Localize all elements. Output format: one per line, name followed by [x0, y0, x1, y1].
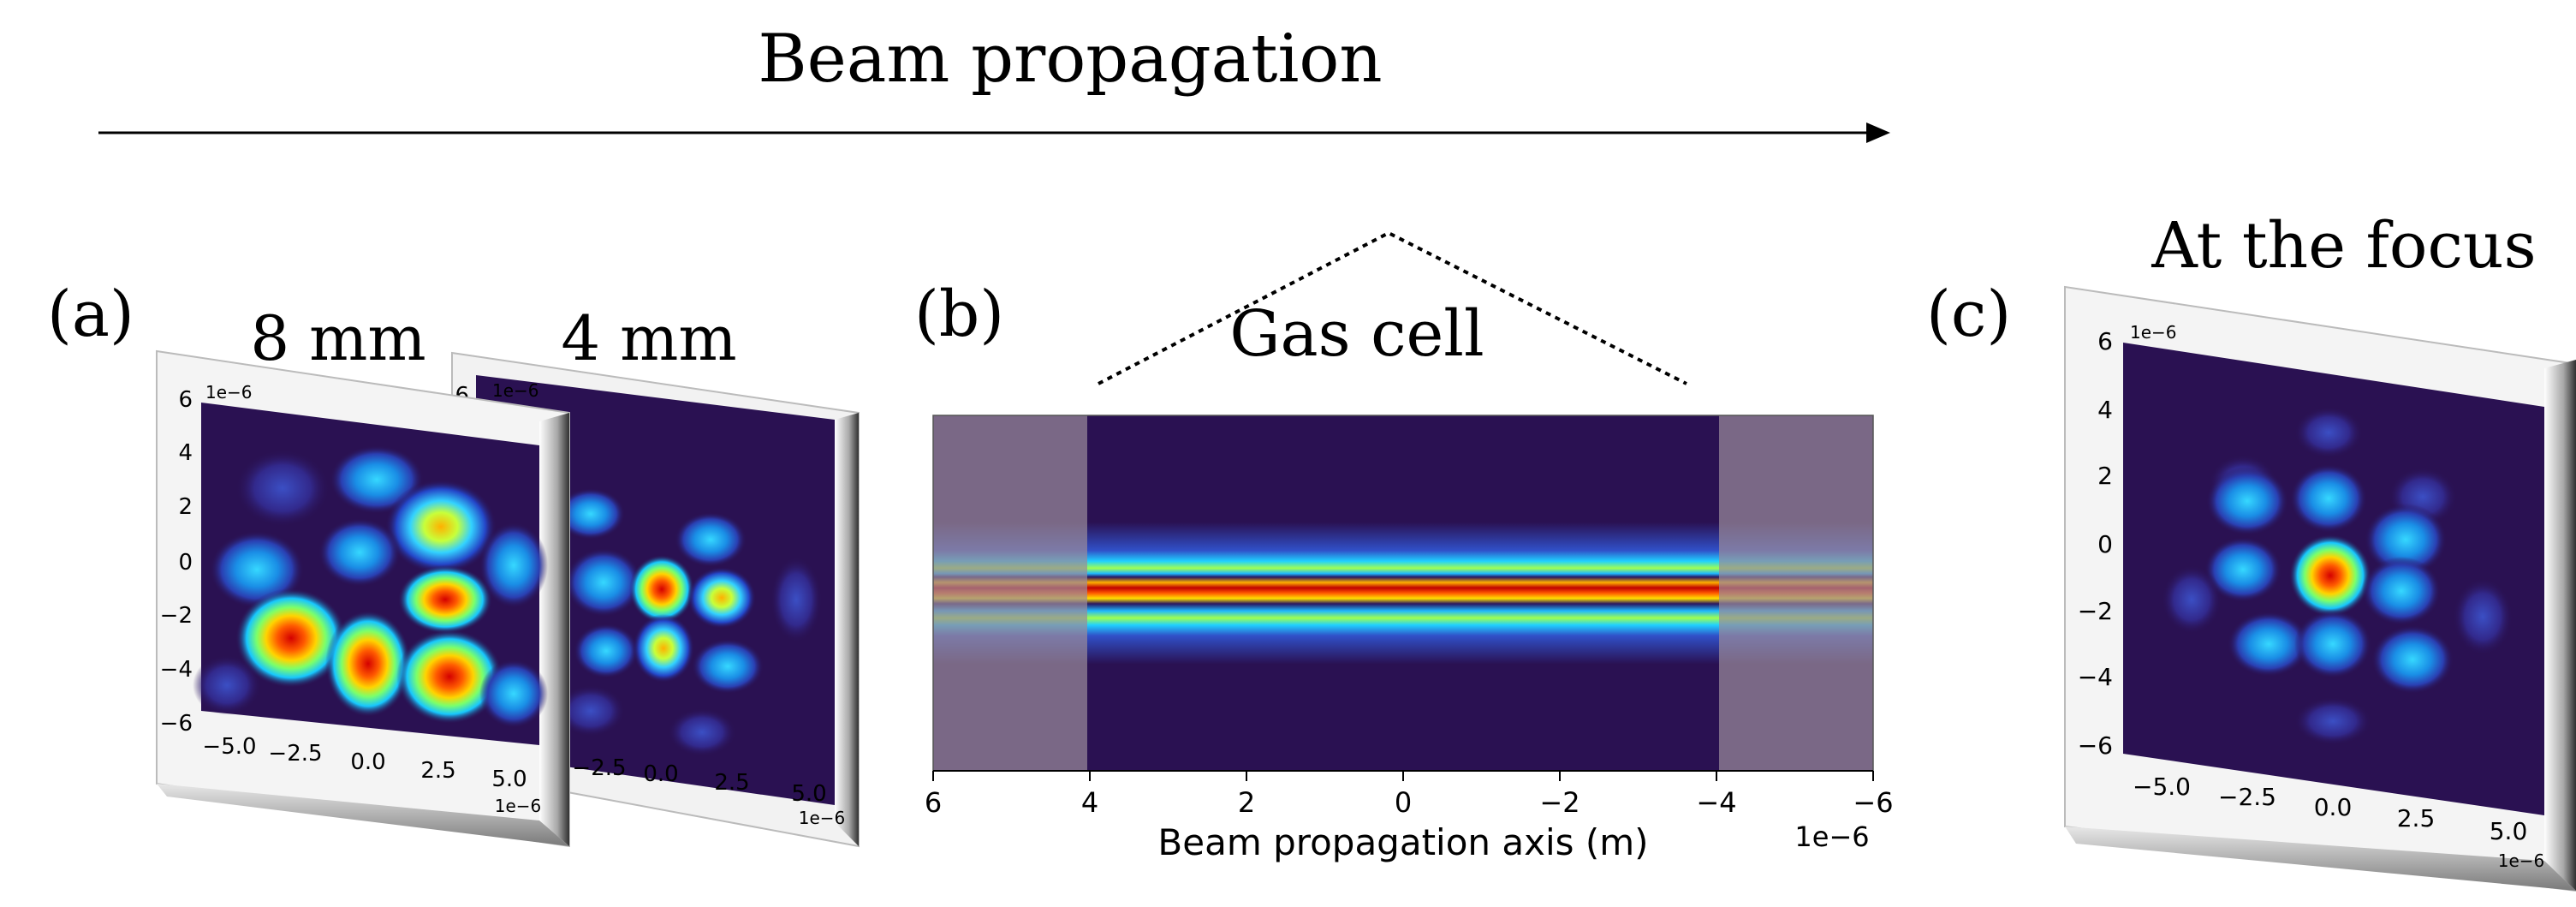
panel-c-heatmap [2123, 343, 2544, 815]
outside-cell-shade-right [1719, 415, 1873, 771]
panel-c-xtick: 5.0 [2490, 817, 2528, 845]
plot1-ytick: 2 [178, 494, 193, 520]
plot1-xtick: 5.0 [491, 767, 527, 792]
plot1-ytick: 6 [178, 387, 193, 413]
plot1-title: 8 mm [250, 302, 425, 374]
panel-b-xtick: 4 [1081, 786, 1098, 819]
panel-c-yscale: 1e−6 [2130, 322, 2177, 343]
plot1-ytick: 0 [178, 550, 193, 576]
panel-c-ytick: −4 [2078, 663, 2113, 691]
plot2-xtick: 5.0 [791, 781, 826, 807]
panel-c-label: (c) [1926, 277, 2011, 351]
focus-title: At the focus [2151, 209, 2536, 283]
panel-c-xtick: −2.5 [2218, 783, 2276, 811]
plot1-xtick: −5.0 [202, 734, 256, 760]
header-title: Beam propagation [758, 21, 1382, 98]
plot2-ticks: 6 1e−6 −2.5 0.0 2.5 5.0 1e−6 [455, 380, 845, 828]
plot1-yscale: 1e−6 [205, 382, 253, 403]
panel-b-xaxis: 6 4 2 0 −2 −4 −6 Beam propagation axis (… [925, 770, 1894, 863]
panel-c-xtick: 2.5 [2397, 804, 2436, 832]
panel-c-ytick: 6 [2097, 327, 2113, 355]
panel-b-xscale: 1e−6 [1794, 820, 1869, 853]
panel-b-xtick: −4 [1696, 786, 1736, 819]
propagation-heatmap [932, 415, 1874, 772]
panel-b-xlabel: Beam propagation axis (m) [1157, 821, 1648, 863]
panel-b-xtick: 0 [1395, 786, 1412, 819]
plot1-xtick: 2.5 [420, 758, 455, 784]
panel-b-xtick: 2 [1238, 786, 1255, 819]
plot1-xscale: 1e−6 [495, 796, 542, 816]
plot1-heatmap [193, 403, 548, 745]
panel-c-ticks: 1e−6 6 4 2 0 −2 −4 −6 −5.0 −2.5 0.0 2.5 … [2078, 322, 2545, 871]
plot2-xtick: 2.5 [714, 770, 749, 796]
plot2-title: 4 mm [561, 302, 736, 374]
outside-cell-shade-left [933, 415, 1087, 771]
panel-c-ytick: 2 [2097, 462, 2113, 490]
plot2-yscale: 1e−6 [492, 380, 539, 401]
panel-c-xtick: −5.0 [2133, 773, 2191, 801]
panel-b-xtick: 6 [925, 786, 942, 819]
gas-cell-title: Gas cell [1229, 297, 1484, 371]
panel-b-xtick: −2 [1539, 786, 1580, 819]
plot1-ytick: −4 [160, 657, 193, 683]
plot2-xtick: 0.0 [643, 761, 678, 787]
plot1-ytick: −2 [160, 603, 193, 629]
plot1-ytick: 4 [178, 440, 193, 466]
panel-a-label: (a) [47, 277, 134, 351]
plot1-ticks: 1e−6 6 4 2 0 −2 −4 −6 −5.0 −2.5 0.0 2.5 … [160, 382, 542, 816]
plot1-xtick: 0.0 [350, 749, 385, 775]
panel-c-xtick: 0.0 [2314, 793, 2353, 821]
panel-c-ytick: 0 [2097, 530, 2113, 558]
plot1-xtick: −2.5 [268, 741, 322, 767]
panel-c-ytick: −2 [2078, 597, 2113, 625]
plot1-ytick: −6 [160, 711, 193, 737]
panel-b-label: (b) [914, 277, 1004, 351]
panel-c-ytick: −6 [2078, 731, 2113, 760]
gas-cell-dotted-outline [1098, 230, 1687, 385]
panel-b-xtick: −6 [1853, 786, 1893, 819]
panel-c-ytick: 4 [2097, 396, 2113, 424]
plot2-xtick: −2.5 [572, 755, 626, 781]
propagation-arrowhead [1866, 122, 1890, 143]
panel-c-xscale: 1e−6 [2498, 850, 2545, 871]
plot2-xscale: 1e−6 [799, 808, 846, 828]
